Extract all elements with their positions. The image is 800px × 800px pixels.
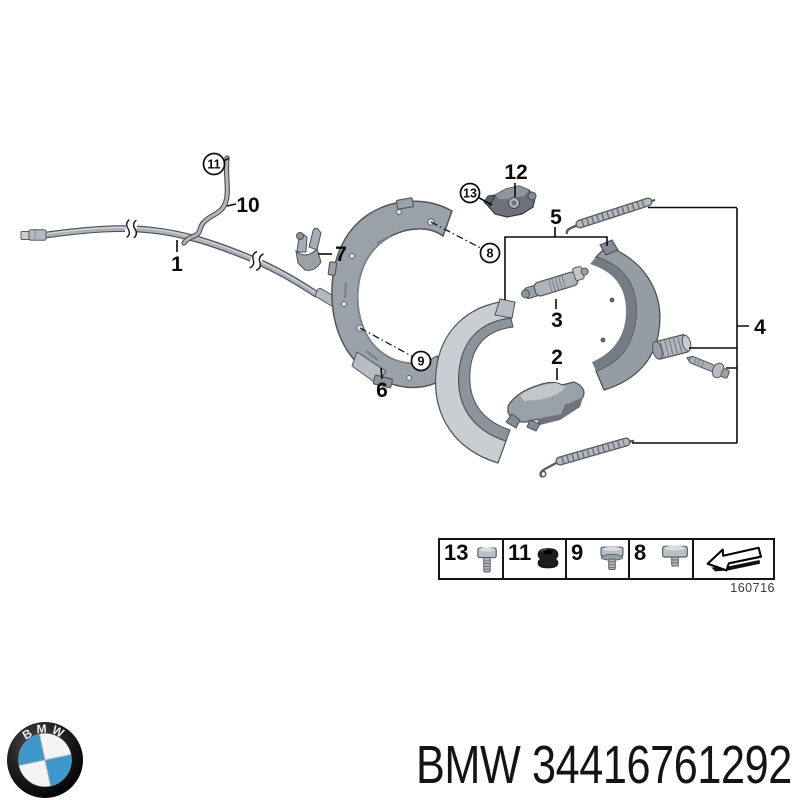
actuator-unit <box>505 381 585 432</box>
bmw-logo-quadrants <box>18 733 72 787</box>
retaining-pin <box>686 355 730 379</box>
connecting-rod <box>181 155 230 246</box>
callout-3-adjuster: 3 <box>551 309 563 332</box>
callout-1-cable: 1 <box>171 253 183 276</box>
legend-label-9: 9 <box>571 540 584 565</box>
callout-7-holder: 7 <box>335 243 347 266</box>
callout-leader-lines <box>176 157 749 444</box>
legend-cell-direction <box>694 540 773 578</box>
legend-cell-9: 9 <box>567 540 630 578</box>
legend-label-13: 13 <box>444 540 469 565</box>
exploded-parts-diagram: 1 10 7 6 12 5 3 2 4 11 13 8 9 <box>20 152 766 478</box>
parking-brake-cable <box>20 219 345 311</box>
callout-circle-11 <box>202 152 226 176</box>
adjuster-unit <box>521 265 589 300</box>
callout-8-screw: 8 <box>487 247 494 261</box>
callout-circle-8 <box>479 242 501 264</box>
brake-shoe-right <box>590 239 661 391</box>
legend-label-8: 8 <box>634 540 647 565</box>
fasteners-legend-table: 13 11 9 <box>438 538 775 580</box>
bmw-logo-letters-text: BMW <box>20 722 70 743</box>
legend-cell-8: 8 <box>630 540 694 578</box>
callout-circle-13 <box>459 182 481 204</box>
callout-4-attachment: 4 <box>754 316 766 339</box>
bmw-logo-letters: BMW <box>20 722 66 743</box>
drawing-number: 160716 <box>730 581 775 595</box>
cable-break-mark <box>247 250 265 272</box>
callout-10-rod: 10 <box>236 194 259 217</box>
expander-bracket <box>483 185 537 218</box>
legend-cell-13: 13 <box>440 540 504 578</box>
legend-cell-11: 11 <box>504 540 567 578</box>
return-spring-bottom <box>539 437 635 478</box>
part-number: BMW 34416761292 <box>416 735 792 795</box>
rubber-grommet-icon <box>537 548 559 569</box>
brake-shoe-left <box>434 298 516 464</box>
hex-bolt-long-icon <box>477 547 497 573</box>
protection-plate <box>327 197 453 389</box>
bmw-logo: BMW <box>7 722 83 798</box>
legend-label-11: 11 <box>508 540 532 565</box>
cable-holder-fork <box>295 227 322 271</box>
callout-13-screw: 13 <box>463 187 477 201</box>
callout-11-grommet: 11 <box>207 158 220 172</box>
callout-2-actuator: 2 <box>551 346 563 369</box>
callout-labels: 1 10 7 6 12 5 3 2 4 11 13 8 9 <box>171 152 766 402</box>
callout-5-shoe-set: 5 <box>550 206 562 229</box>
hex-bolt-short-icon <box>662 545 688 567</box>
cable-break-mark <box>124 219 138 239</box>
callout-circle-9 <box>410 350 432 372</box>
callout-9-screw: 9 <box>418 355 425 369</box>
hex-bolt-washer-icon <box>600 546 624 571</box>
callout-6-plate: 6 <box>376 379 388 402</box>
return-spring-top <box>565 197 656 235</box>
fitting-direction-arrow-icon <box>706 546 763 572</box>
callout-12-bracket: 12 <box>504 161 527 184</box>
spring-retainer <box>652 334 692 360</box>
